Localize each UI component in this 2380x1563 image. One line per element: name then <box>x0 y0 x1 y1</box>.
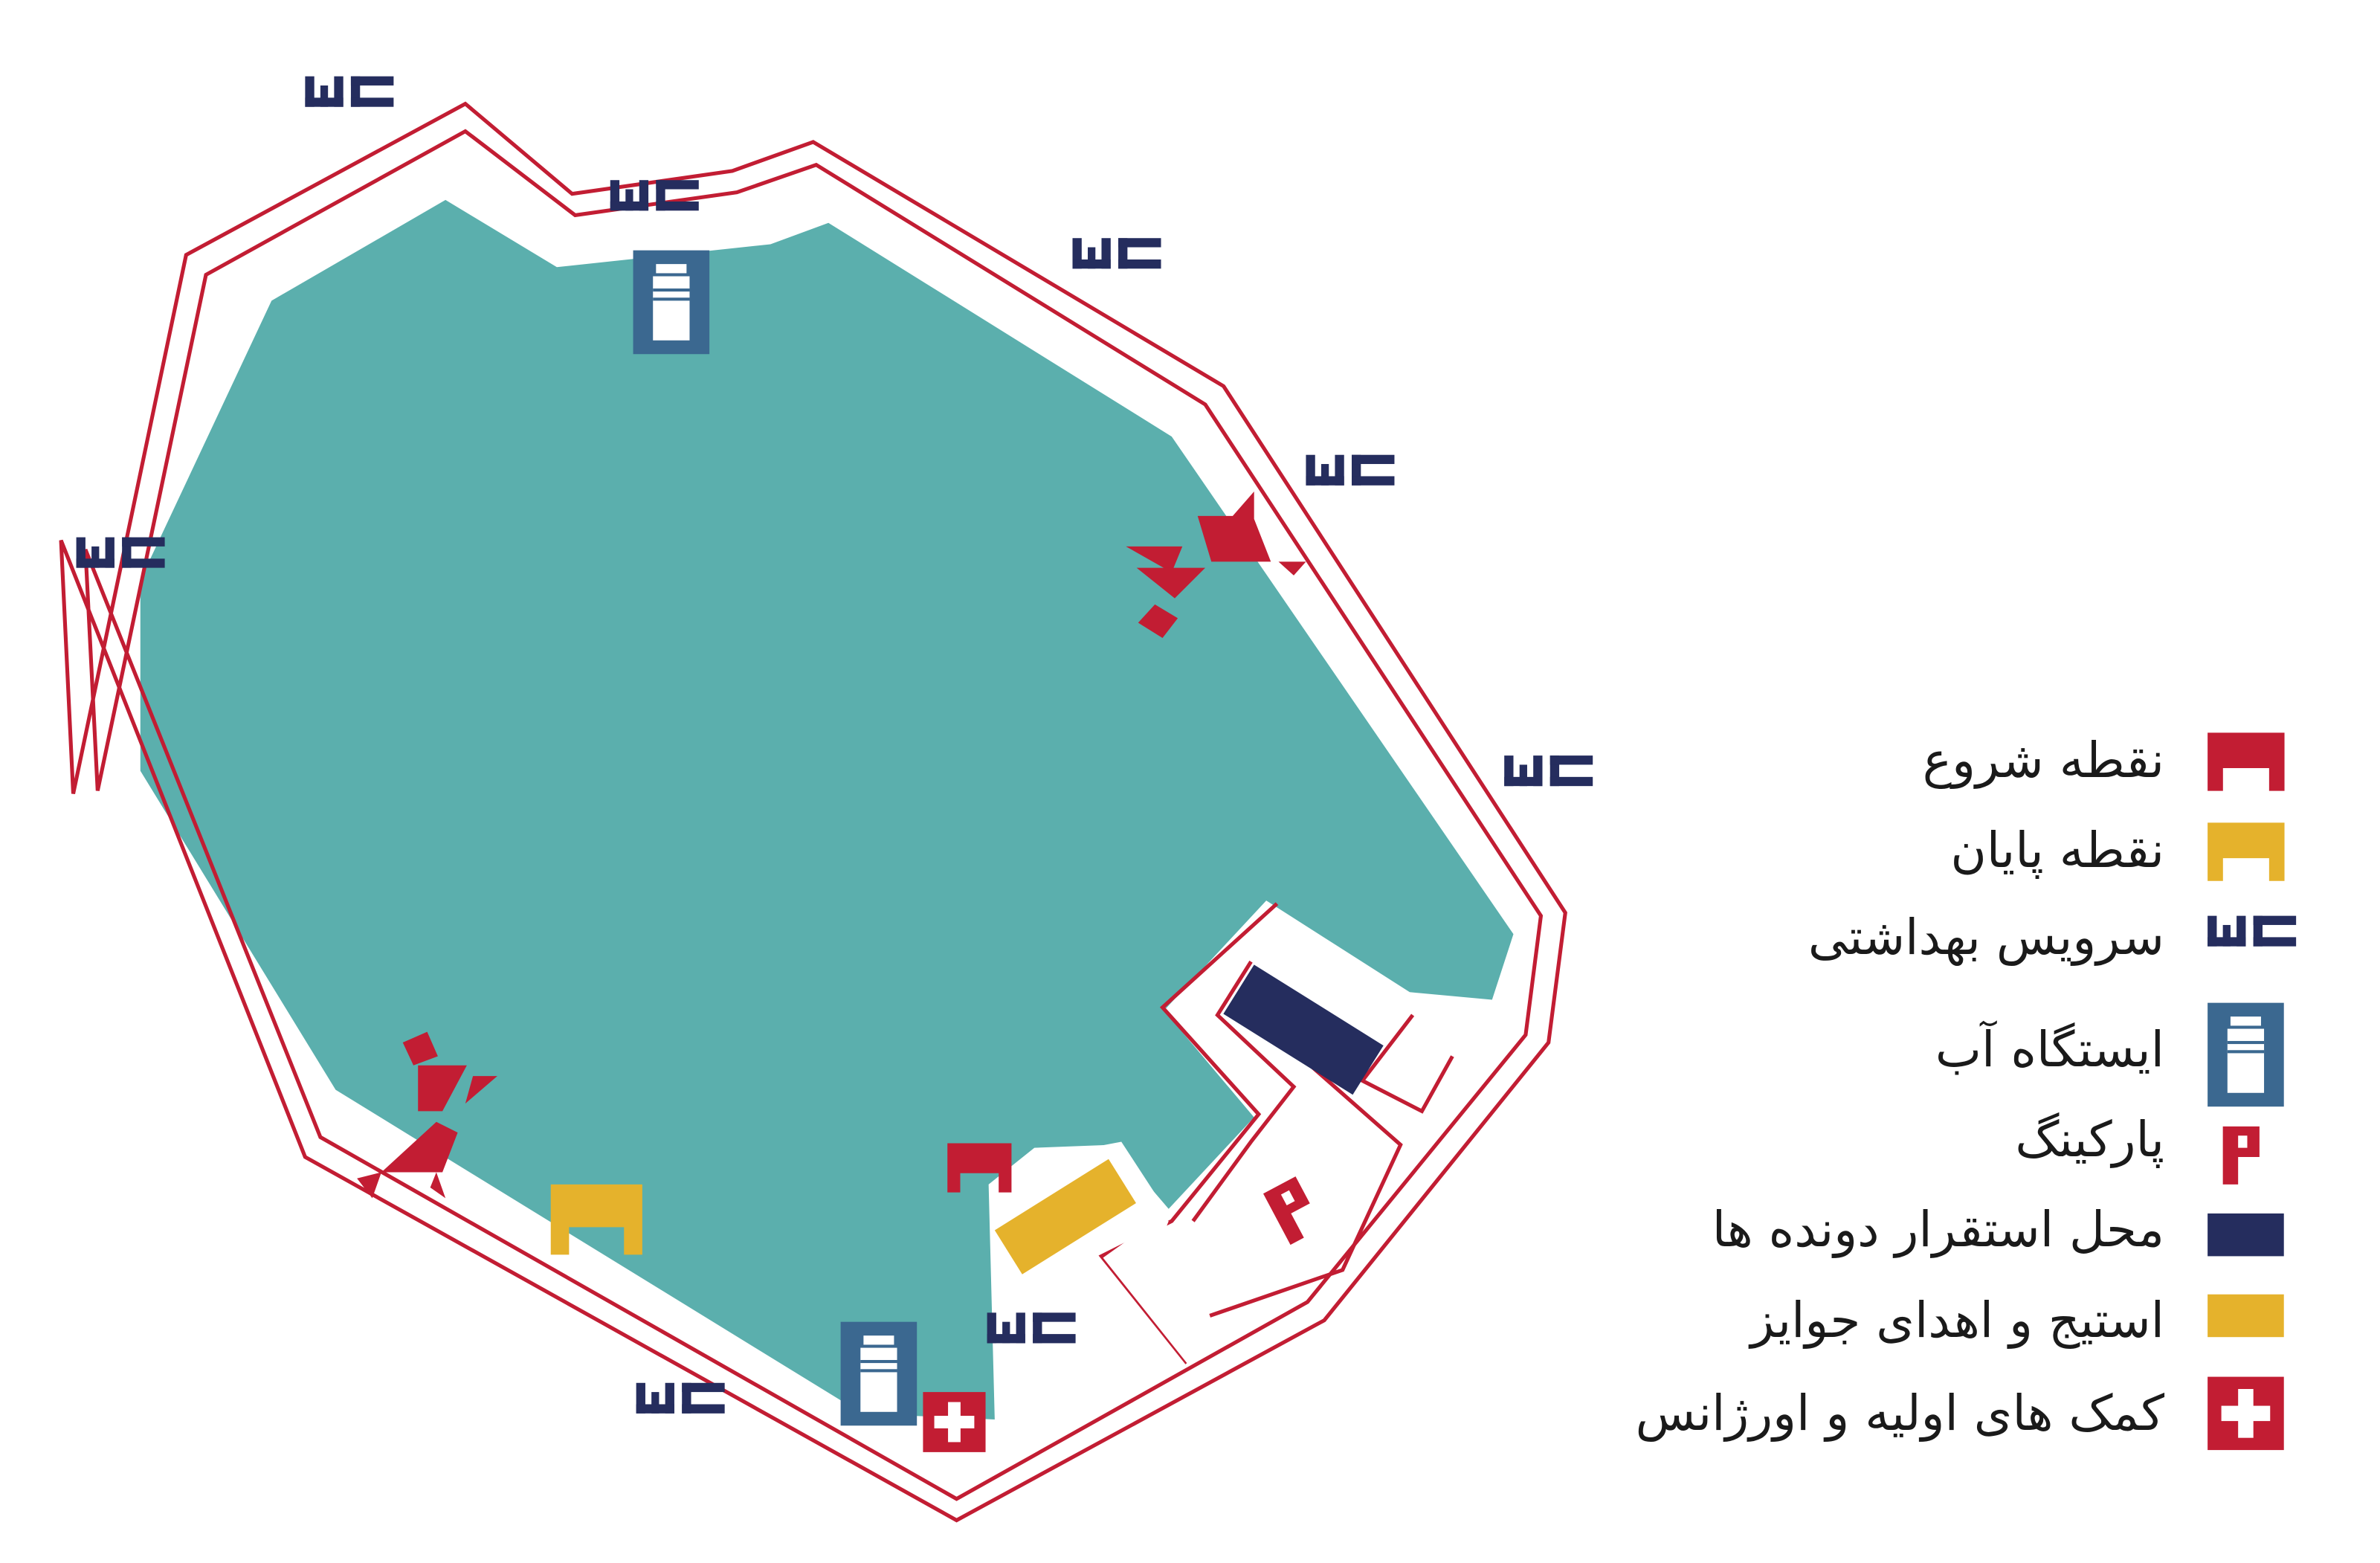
stage-block-icon <box>2208 1294 2284 1338</box>
navy-block-icon <box>2208 1213 2284 1257</box>
tangram-runner-icon <box>357 1031 497 1199</box>
start-gate-icon <box>2208 732 2285 791</box>
finish-gate-icon <box>2208 822 2285 881</box>
tangram-runner-icon <box>1126 491 1306 639</box>
legend-label-runner-area: محل استقرار دونده ها <box>1712 1201 2164 1258</box>
first-aid-cross-icon <box>2208 1376 2284 1451</box>
legend-label-wc: سرویس بهداشتی <box>1807 909 2164 966</box>
legend-label-finish: نقطه پایان <box>1950 822 2164 879</box>
legend-label-parking: پارکینگ <box>2015 1111 2164 1168</box>
legend-label-start: نقطه شروع <box>1922 732 2164 789</box>
legend-label-stage: استیج و اهدای جوایز <box>1750 1292 2164 1349</box>
route-inner-line <box>83 129 1544 1501</box>
wc-icon <box>2208 915 2297 947</box>
parking-icon <box>2222 1126 2260 1185</box>
water-bottle-icon <box>2208 1002 2284 1107</box>
lake <box>140 199 1514 1420</box>
route-outer-line <box>59 101 1567 1523</box>
awards-stage <box>994 1158 1136 1274</box>
parking-lot-area <box>1025 1141 1221 1364</box>
runner-staging-area <box>1223 964 1384 1095</box>
legend-label-first-aid: کمک های اولیه و اورژانس <box>1635 1385 2164 1442</box>
legend-label-water: ایستگاه آب <box>1935 1021 2164 1078</box>
